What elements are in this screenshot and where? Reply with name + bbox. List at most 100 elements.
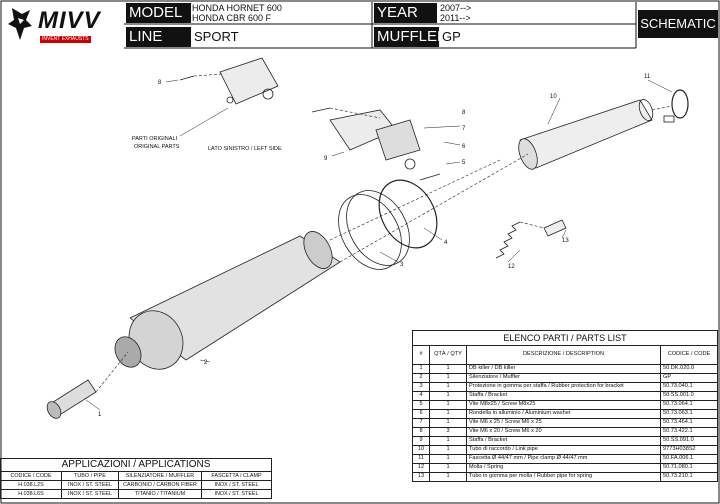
table-cell: 1: [429, 445, 467, 455]
table-cell: CARBONIO / CARBON FIBER: [118, 480, 202, 490]
table-cell: 50.73.210.1: [660, 472, 718, 482]
table-cell: 3: [412, 382, 430, 392]
table-cell: 11: [412, 454, 430, 464]
model-value-1: HONDA HORNET 600: [192, 3, 282, 13]
table-cell: INOX / ST. STEEL: [201, 480, 272, 490]
table-cell: GP: [660, 373, 718, 383]
callout-6: 6: [462, 144, 466, 150]
table-cell: 50.73.422.1: [660, 427, 718, 437]
table-cell: 1: [429, 391, 467, 401]
table-cell: Rondella in alluminio / Aluminium washer: [466, 409, 661, 419]
model-value-2: HONDA CBR 600 F: [192, 13, 272, 23]
table-cell: H.038.L2S: [0, 480, 62, 490]
callout-8a: 8: [462, 110, 466, 116]
callout-4: 4: [444, 240, 448, 246]
table-cell: Vite M8x25 / Screw M8x25: [466, 400, 661, 410]
table-cell: Protezione in gomma per staffa / Rubber …: [466, 382, 661, 392]
apps-header-muffler: SILENZIATORE / MUFFLER: [118, 471, 202, 481]
callout-7: 7: [462, 126, 466, 132]
line-label: LINE: [126, 27, 191, 47]
table-cell: 1: [412, 364, 430, 374]
table-cell: 50.SS.091.0: [660, 436, 718, 446]
table-cell: 9: [412, 436, 430, 446]
callout-13: 13: [562, 238, 569, 244]
year-value-2: 2011-->: [440, 13, 471, 23]
callout-11: 11: [644, 74, 651, 80]
table-cell: 2: [412, 373, 430, 383]
table-cell: 50.FA.006.1: [660, 454, 718, 464]
note-left-side: LATO SINISTRO / LEFT SIDE: [208, 146, 282, 152]
table-cell: 1: [429, 373, 467, 383]
table-cell: Molla / Spring: [466, 463, 661, 473]
table-cell: 10: [412, 445, 430, 455]
table-cell: 1: [429, 436, 467, 446]
callout-5: 5: [462, 160, 466, 166]
table-cell: 12: [412, 463, 430, 473]
schematic-badge: SCHEMATIC: [638, 10, 718, 38]
apps-header-code: CODICE / CODE: [0, 471, 62, 481]
callout-3: 3: [400, 262, 404, 268]
table-cell: 50.71.080.1: [660, 463, 718, 473]
header: MODEL HONDA HORNET 600 HONDA CBR 600 F Y…: [0, 0, 720, 52]
table-cell: 6: [412, 409, 430, 419]
callout-12: 12: [508, 264, 515, 270]
table-cell: 50.73.040.1: [660, 382, 718, 392]
table-cell: 50.SS.001.0: [660, 391, 718, 401]
table-cell: 3: [429, 427, 467, 437]
table-cell: Tubo in gomma per molla / Rubber pipe fo…: [466, 472, 661, 482]
parts-header-number: #: [412, 345, 430, 365]
table-cell: 50.73.464.1: [660, 418, 718, 428]
table-cell: Staffa / Bracket: [466, 391, 661, 401]
table-cell: Vite M6 x 25 / Screw M6 x 25: [466, 418, 661, 428]
table-cell: 8: [412, 427, 430, 437]
table-cell: INOX / ST. STEEL: [61, 480, 119, 490]
callout-10: 10: [550, 94, 557, 100]
table-cell: 50.DK.020.0: [660, 364, 718, 374]
table-cell: 50.73.064.1: [660, 400, 718, 410]
callout-8b: 8: [158, 80, 162, 86]
table-cell: 4: [412, 391, 430, 401]
table-cell: Fascetta Ø 44/47 mm / Pipe clamp Ø 44/47…: [466, 454, 661, 464]
table-cell: 9773H038S2: [660, 445, 718, 455]
table-cell: Staffa / Bracket: [466, 436, 661, 446]
table-cell: 1: [429, 400, 467, 410]
brand-tagline: INVENT EXHAUSTS: [40, 36, 91, 43]
table-cell: 1: [429, 364, 467, 374]
table-cell: 1: [429, 454, 467, 464]
muffler-value: GP: [442, 29, 461, 44]
callout-2: 2: [204, 360, 208, 366]
table-cell: 1: [429, 472, 467, 482]
parts-header-code: CODICE / CODE: [660, 345, 718, 365]
table-cell: Tubo di raccordo / Link pipe: [466, 445, 661, 455]
brand-logo: MIVV INVENT EXHAUSTS: [6, 4, 116, 48]
table-cell: INOX / ST. STEEL: [201, 489, 272, 499]
parts-header-qty: QTÀ / QTY: [429, 345, 467, 365]
year-value-1: 2007-->: [440, 3, 472, 13]
applications-table: APPLICAZIONI / APPLICATIONS CODICE / COD…: [0, 458, 272, 499]
callout-1: 1: [98, 412, 102, 418]
table-cell: 7: [412, 418, 430, 428]
table-cell: Vite M6 x 20 / Screw M6 x 20: [466, 427, 661, 437]
muffler-label: MUFFLER: [374, 27, 448, 47]
table-cell: Silenziatore / Muffler: [466, 373, 661, 383]
apps-header-pipe: TUBO / PIPE: [61, 471, 119, 481]
model-label: MODEL: [126, 3, 191, 23]
table-cell: 1: [429, 418, 467, 428]
table-cell: H.038.L6S: [0, 489, 62, 499]
